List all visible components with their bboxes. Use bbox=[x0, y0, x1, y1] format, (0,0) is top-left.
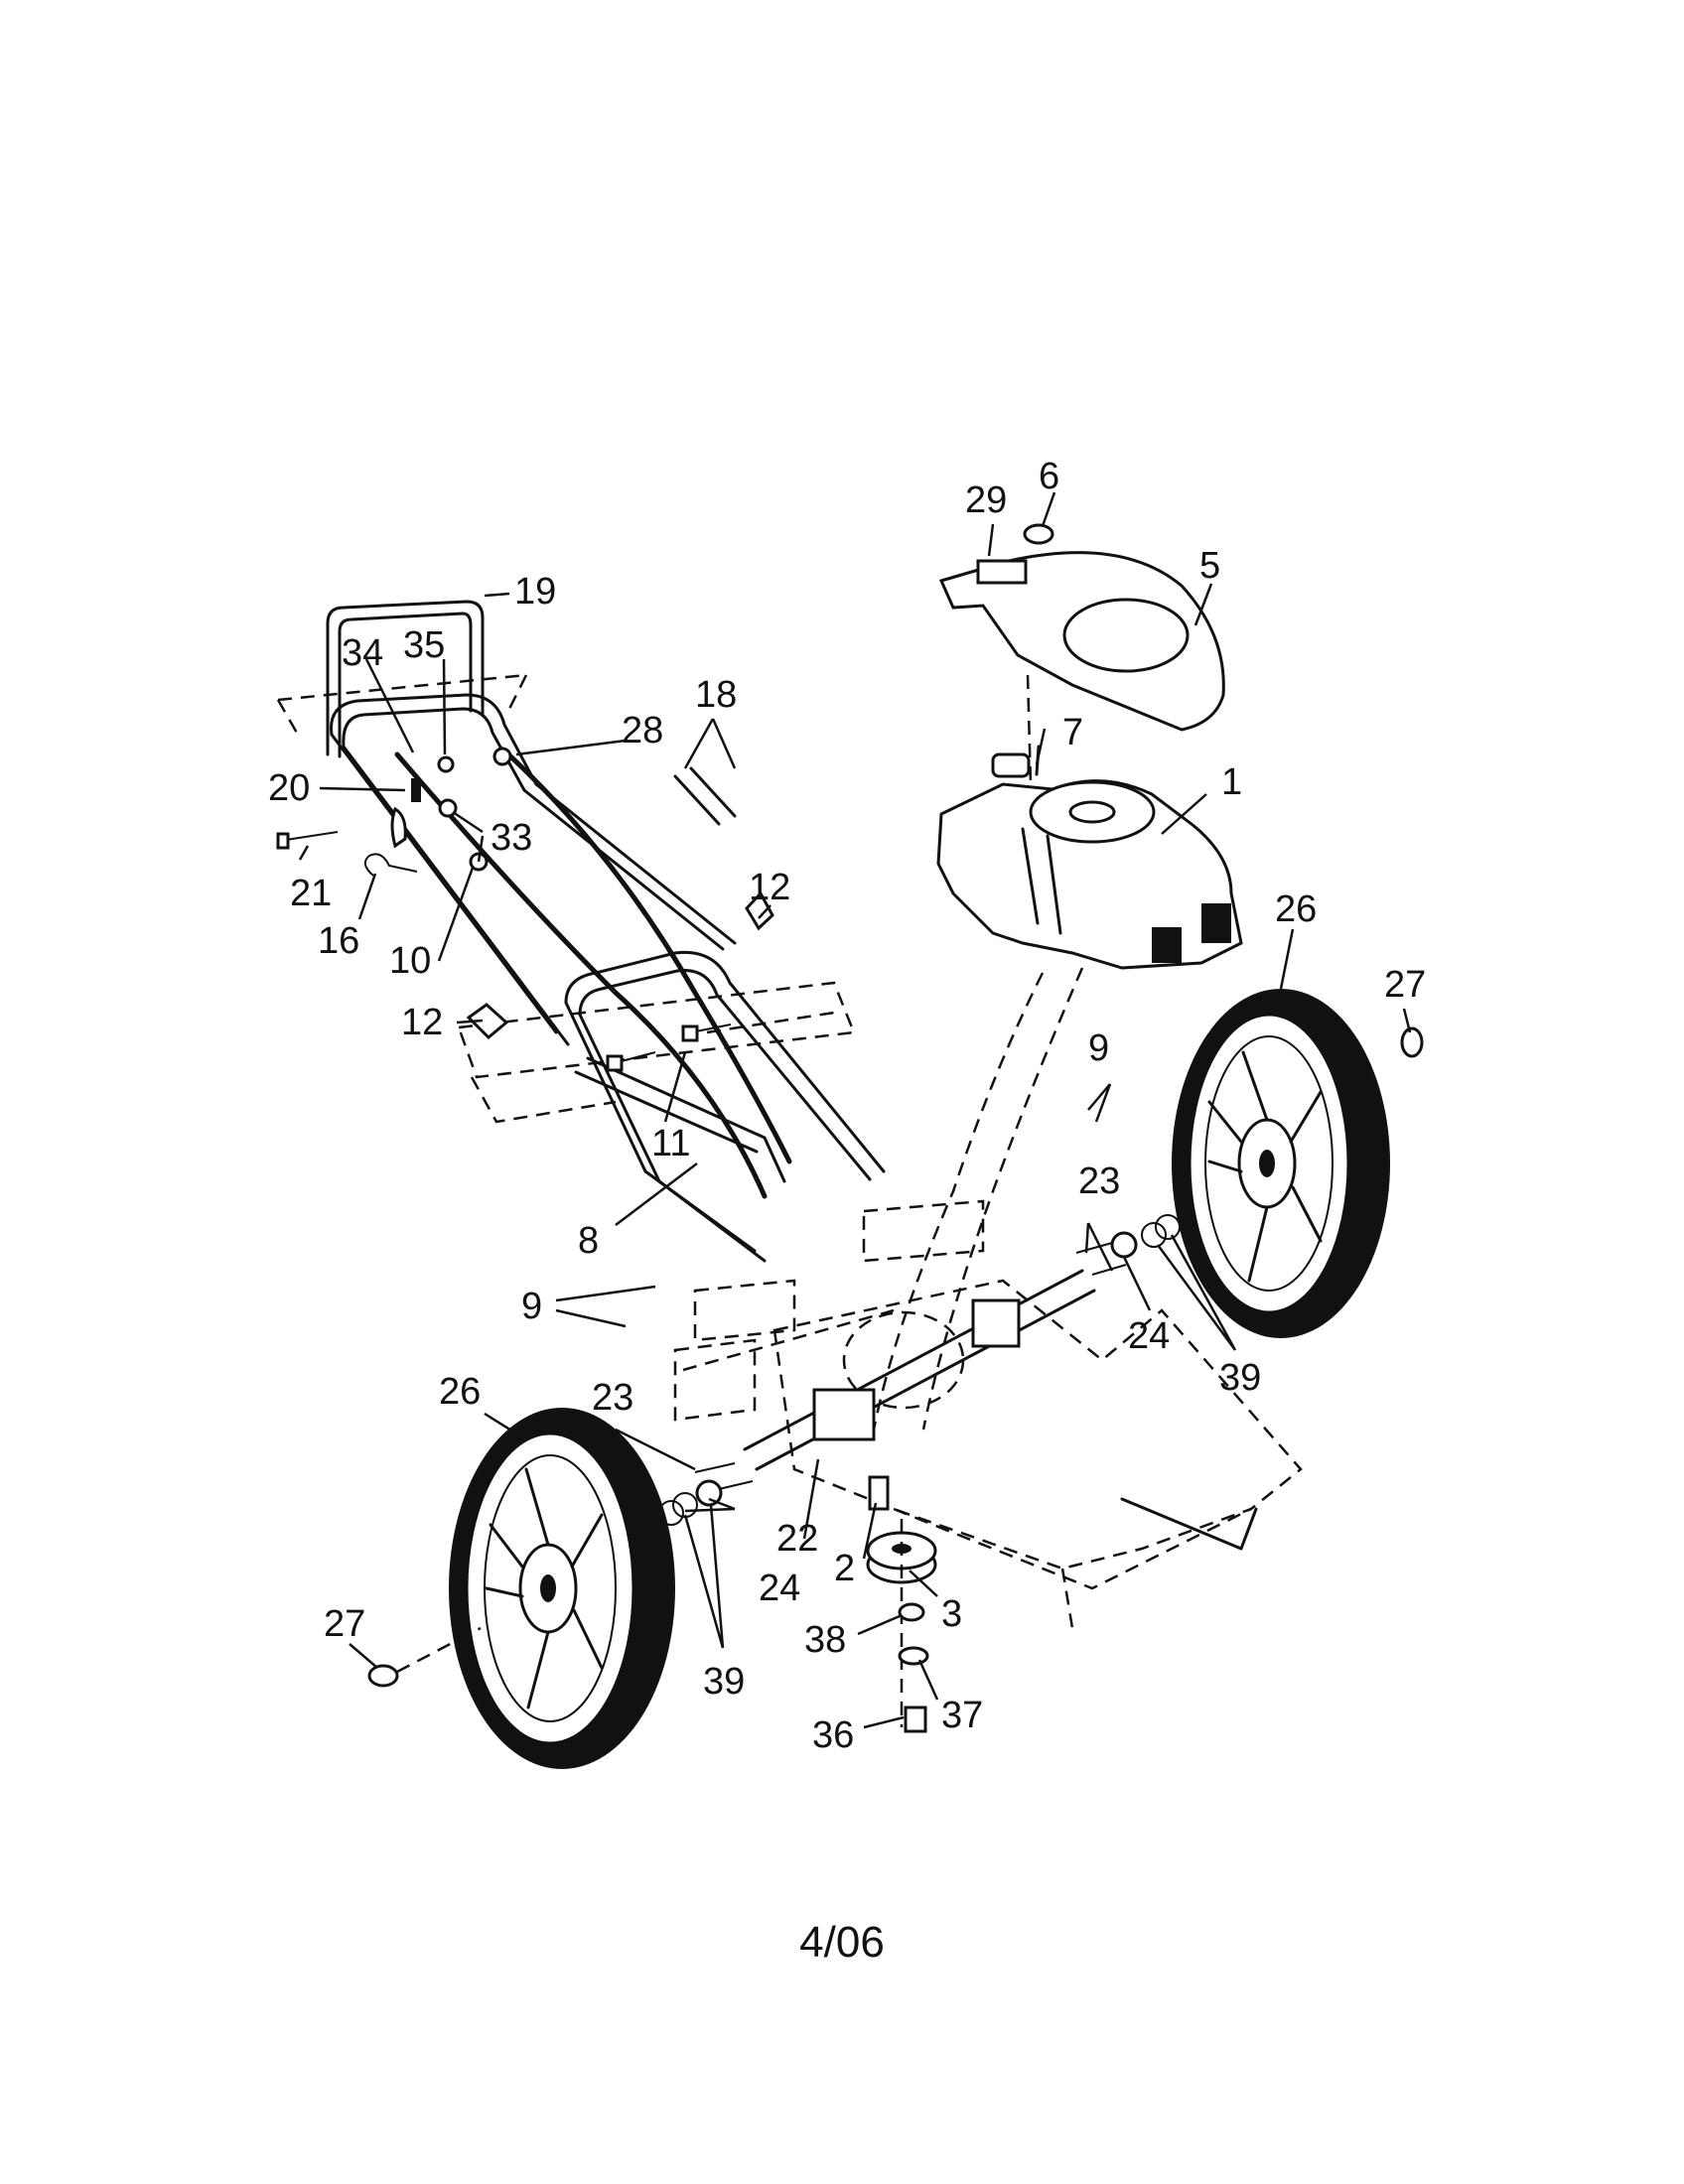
revision-date: 4/06 bbox=[799, 1918, 885, 1967]
callout-22: 22 bbox=[776, 1518, 818, 1560]
callout-23-right: 23 bbox=[1078, 1160, 1120, 1202]
callout-29: 29 bbox=[965, 479, 1007, 521]
deck-assembly bbox=[658, 1214, 1303, 1733]
callout-11: 11 bbox=[651, 1123, 690, 1164]
callout-20: 20 bbox=[268, 767, 310, 809]
callout-12-left: 12 bbox=[401, 1002, 443, 1043]
callout-16: 16 bbox=[318, 920, 359, 962]
callout-2: 2 bbox=[834, 1548, 855, 1589]
callout-9-right: 9 bbox=[1088, 1027, 1109, 1069]
handle-assembly bbox=[276, 600, 985, 1342]
callout-10: 10 bbox=[389, 940, 431, 982]
callout-35: 35 bbox=[403, 624, 445, 666]
callout-27-right: 27 bbox=[1384, 964, 1426, 1006]
callout-1: 1 bbox=[1221, 761, 1242, 803]
callout-34: 34 bbox=[342, 632, 383, 674]
callout-labels: 1 2 3 5 6 7 8 9 9 9 10 11 12 12 16 18 19… bbox=[268, 456, 1426, 1756]
callout-24-right: 24 bbox=[1128, 1315, 1170, 1357]
callout-39-right: 39 bbox=[1219, 1357, 1261, 1399]
callout-27-left: 27 bbox=[324, 1603, 365, 1645]
callout-36: 36 bbox=[812, 1714, 854, 1756]
callout-12-right: 12 bbox=[749, 867, 790, 908]
callout-23-left: 23 bbox=[592, 1377, 633, 1419]
left-wheel bbox=[367, 1408, 675, 1769]
callout-26-right: 26 bbox=[1275, 888, 1317, 930]
engine-assembly bbox=[872, 523, 1243, 1431]
callout-3: 3 bbox=[941, 1593, 962, 1635]
callout-7: 7 bbox=[1062, 712, 1083, 753]
callout-26-left: 26 bbox=[439, 1371, 481, 1413]
callout-9-left: 9 bbox=[521, 1286, 542, 1327]
callout-6: 6 bbox=[1039, 456, 1059, 497]
callout-37: 37 bbox=[941, 1695, 983, 1736]
callout-19: 19 bbox=[514, 571, 556, 613]
callout-39-left: 39 bbox=[703, 1661, 745, 1703]
callout-8: 8 bbox=[578, 1220, 599, 1262]
callout-18: 18 bbox=[695, 674, 737, 716]
leader-lines bbox=[298, 491, 1412, 1729]
callout-24-left: 24 bbox=[759, 1568, 800, 1609]
callout-5: 5 bbox=[1199, 545, 1220, 587]
right-wheel bbox=[1172, 989, 1424, 1338]
callout-28: 28 bbox=[622, 710, 663, 751]
callout-38: 38 bbox=[804, 1619, 846, 1661]
callout-21: 21 bbox=[290, 873, 332, 914]
callout-33: 33 bbox=[491, 817, 532, 859]
